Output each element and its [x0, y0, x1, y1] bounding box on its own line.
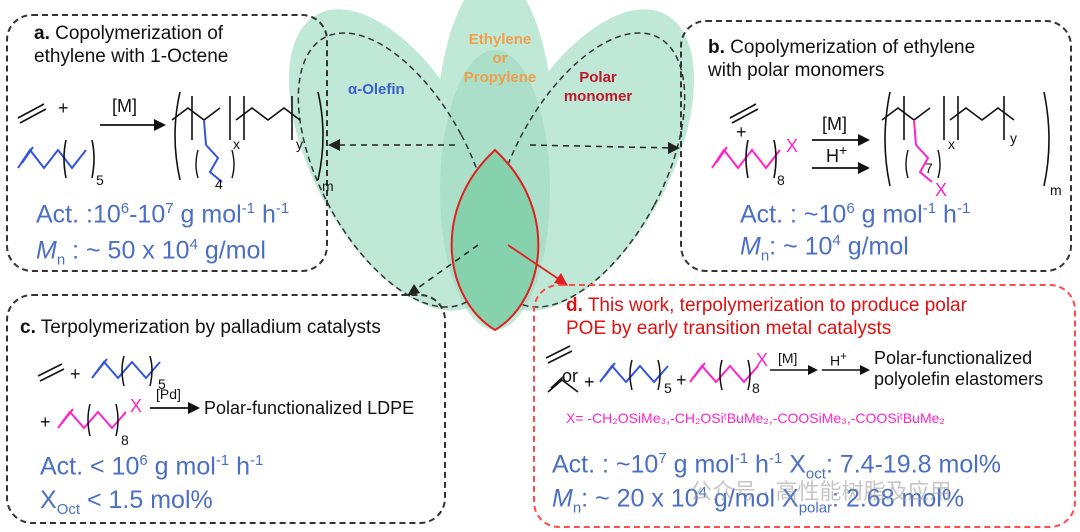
plus-sign-2: +	[40, 412, 51, 432]
x-group: X	[130, 396, 143, 416]
plus-sign: +	[70, 364, 81, 384]
acid-label: H+	[830, 350, 847, 369]
panel-c	[6, 294, 446, 524]
subscript-m: m	[1050, 182, 1062, 198]
subscript-7: 7	[925, 160, 933, 176]
panel-a-activity: Act. :106-107 g mol-1 h-1	[36, 200, 290, 229]
catalyst-label: [Pd]	[156, 386, 181, 402]
panel-d	[533, 284, 1076, 528]
subscript-5: 5	[664, 380, 672, 396]
or-label: or	[562, 366, 579, 386]
subscript-4: 4	[215, 176, 223, 192]
subscript-x: x	[233, 136, 240, 152]
acid-label: H+	[826, 142, 848, 166]
panel-c-title: c. Terpolymerization by palladium cataly…	[20, 317, 381, 338]
ethylene-propylene-label: Ethylene or Propylene	[463, 31, 537, 86]
panel-a-title: a. Copolymerization of ethylene with 1-O…	[34, 23, 229, 67]
catalyst-label: [M]	[822, 114, 847, 134]
panel-c-xoct: XOct < 1.5 mol%	[40, 486, 213, 518]
panel-c-activity: Act. < 106 g mol-1 h-1	[40, 452, 264, 481]
x-group: X	[786, 136, 799, 156]
subscript-m: m	[322, 178, 334, 194]
subscript-y: y	[296, 136, 303, 152]
plus-sign: +	[736, 122, 747, 142]
subscript-5: 5	[158, 376, 166, 392]
subscript-x: x	[948, 136, 955, 152]
watermark: 公众号 · 高性能树脂及应用	[690, 479, 952, 504]
plus-sign: +	[584, 372, 595, 392]
panel-b-title: b. Copolymerization of ethylene with pol…	[708, 37, 976, 81]
subscript-8: 8	[121, 432, 129, 448]
subscript-5: 5	[96, 172, 104, 188]
x-group: X	[756, 350, 769, 370]
x-definition: X= -CH₂OSiMe₃,-CH₂OSiᵗBuMe₂,-COOSiMe₃,-C…	[566, 410, 945, 426]
plus-sign-2: +	[676, 370, 687, 390]
product-label: Polar-functionalized polyolefin elastome…	[874, 348, 1044, 389]
panel-d-title: d. This work, terpolymerization to produ…	[566, 295, 967, 339]
product-label: Polar-functionalized LDPE	[204, 398, 415, 418]
subscript-y: y	[1010, 130, 1017, 146]
polar-monomer-label: Polar monomer	[563, 69, 633, 105]
panel-a	[6, 14, 328, 272]
panel-b	[680, 20, 1072, 272]
catalyst-label: [M]	[112, 96, 137, 116]
subscript-8: 8	[752, 380, 760, 396]
terpolymer-region	[450, 148, 540, 332]
plus-sign: +	[58, 98, 69, 118]
catalyst-label: [M]	[778, 350, 798, 366]
panel-d-activity: Act. : ~107 g mol-1 h-1 Xoct: 7.4-19.8 m…	[552, 450, 1002, 483]
panel-d-mn: Mn: ~ 20 x 104 g/mol Xpolar: 2.68 mol%	[552, 484, 965, 517]
subscript-8: 8	[777, 172, 785, 188]
x-group-product: X	[935, 180, 948, 200]
alpha-olefin-label: α-Olefin	[348, 81, 405, 98]
panel-b-mn: Mn: ~ 104 g/mol	[740, 232, 909, 265]
panel-a-mn: Mn : ~ 50 x 104 g/mol	[36, 236, 266, 269]
panel-b-activity: Act. : ~106 g mol-1 h-1	[740, 200, 971, 229]
